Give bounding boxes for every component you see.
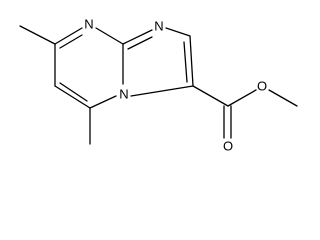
atom-o-ester: O bbox=[257, 79, 267, 94]
bond-n4-c5 bbox=[89, 95, 117, 109]
bond-c5-c6-inner bbox=[59, 82, 88, 102]
bond-n1-c2 bbox=[165, 27, 191, 37]
bond-c7-n8-double bbox=[54, 27, 83, 45]
bond-c3-carbonyl-c bbox=[192, 85, 229, 107]
bond-methyl-c7 bbox=[19, 25, 56, 45]
bond-c7-n8-inner bbox=[59, 34, 83, 49]
bond-c2-c3-double bbox=[189, 35, 194, 87]
atom-n-bridge: N bbox=[119, 87, 128, 102]
bond-c5-c6-double bbox=[54, 85, 91, 109]
bond-carbonyl-c-o-ester bbox=[227, 89, 257, 107]
bond-c8a-n1-inner bbox=[127, 36, 153, 50]
bond-n8-c8a bbox=[95, 27, 124, 45]
atom-n-top: N bbox=[84, 17, 93, 32]
atom-o-carbonyl: O bbox=[223, 139, 233, 154]
bond-o-methyl bbox=[268, 89, 298, 107]
bond-c2-c3-inner bbox=[183, 41, 188, 83]
molecule-structure-diagram: N N N O O bbox=[19, 17, 298, 154]
bond-c8a-n1-double bbox=[122, 29, 153, 45]
atom-n-imidazole: N bbox=[154, 19, 163, 34]
bond-c3-n4 bbox=[130, 85, 194, 97]
